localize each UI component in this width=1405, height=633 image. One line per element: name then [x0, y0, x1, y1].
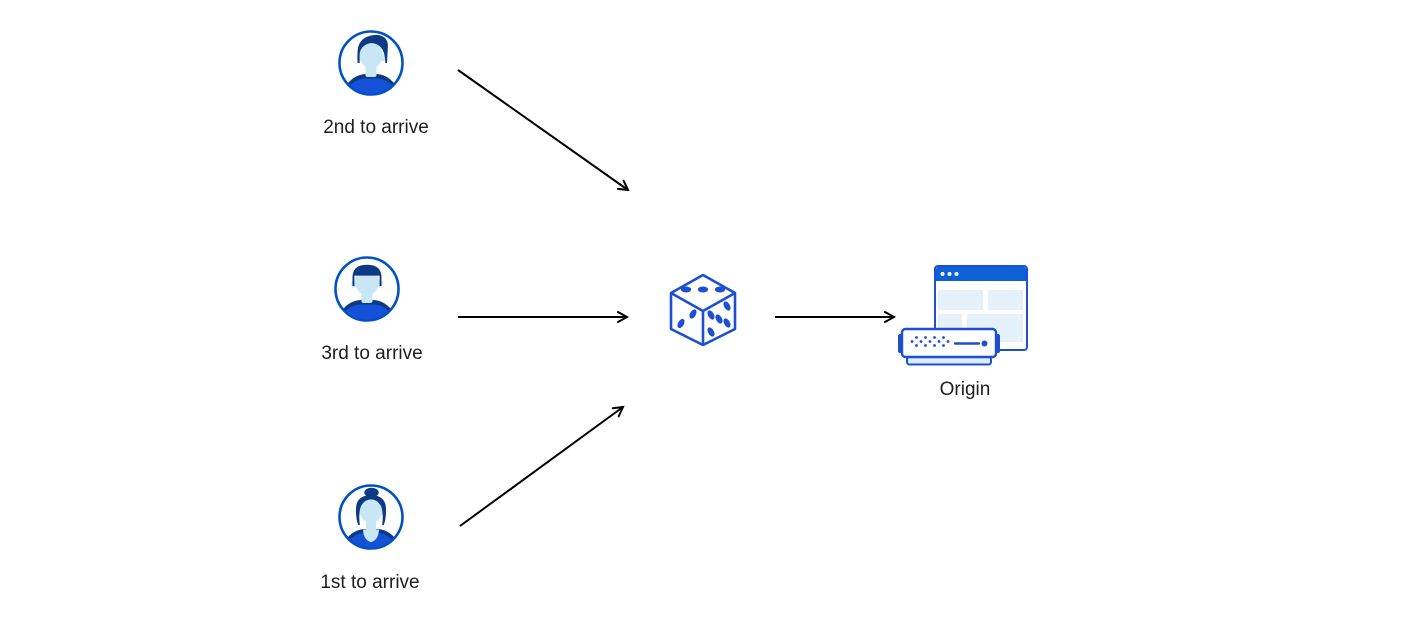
avatar-hair: [355, 495, 387, 525]
user-male-avatar-icon: [334, 256, 400, 322]
dice-pips: [677, 286, 731, 337]
client-node-third: [334, 256, 400, 327]
window-control-dots-icon: [940, 272, 959, 276]
client-node-second: [338, 30, 404, 101]
client-label-third: 3rd to arrive: [321, 343, 423, 364]
browser-title-bar: [936, 267, 1026, 281]
avatar-hair-bun: [364, 487, 379, 498]
client-node-first: [338, 484, 404, 555]
avatar-hair: [357, 34, 388, 63]
server-body: [900, 327, 998, 359]
server-vent-dots: [910, 336, 950, 347]
client-label-second: 2nd to arrive: [323, 117, 429, 138]
avatar-hair: [352, 264, 382, 286]
balancer-node: [668, 270, 738, 351]
origin-server-icon: [898, 265, 1028, 366]
user-male-avatar-icon: [338, 30, 404, 96]
user-female-avatar-icon: [338, 484, 404, 550]
avatar-face: [360, 497, 382, 524]
origin-label: Origin: [939, 379, 991, 400]
arrow-client-first-to-balancer: [459, 405, 625, 527]
origin-node: [895, 262, 1029, 371]
arrow-client-second-to-balancer: [457, 69, 630, 192]
client-label-first: 1st to arrive: [320, 572, 420, 593]
avatar-face: [359, 41, 383, 69]
avatar-chest: [363, 529, 379, 543]
server-power-dot: [981, 340, 988, 347]
dice-icon: [669, 273, 737, 347]
